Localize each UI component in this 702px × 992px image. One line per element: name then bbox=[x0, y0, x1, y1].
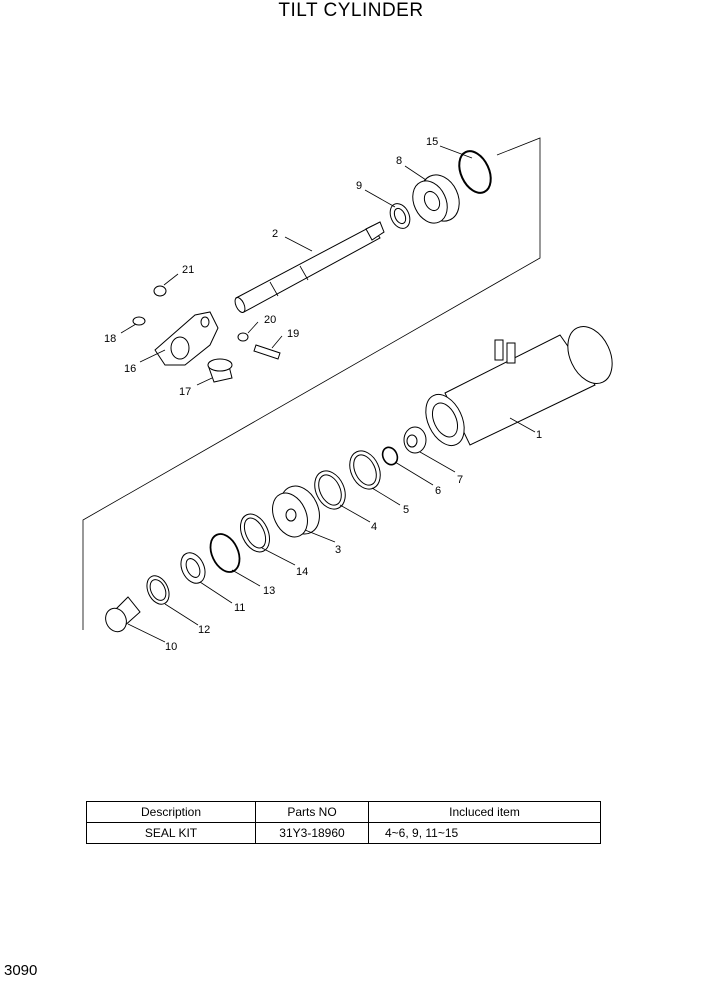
part-5-wear-ring bbox=[349, 450, 381, 490]
page-title: TILT CYLINDER bbox=[278, 0, 424, 21]
cell-included-item: 4~6, 9, 11~15 bbox=[368, 822, 601, 844]
callout-1: 1 bbox=[536, 429, 542, 441]
part-13-o-ring bbox=[209, 533, 241, 573]
part-9-seal bbox=[389, 203, 411, 229]
part-8-gland bbox=[412, 174, 460, 224]
part-12-snap-ring bbox=[146, 575, 170, 605]
callout-14: 14 bbox=[296, 566, 308, 578]
seal-kit-table: Description Parts NO Incluced item SEAL … bbox=[86, 801, 601, 844]
callout-7: 7 bbox=[457, 474, 463, 486]
part-20-washer bbox=[237, 332, 249, 342]
part-4-seal bbox=[314, 470, 346, 510]
table-header-row: Description Parts NO Incluced item bbox=[86, 801, 601, 823]
part-1-cylinder-tube bbox=[425, 326, 613, 447]
part-3-piston bbox=[272, 485, 320, 538]
callout-11: 11 bbox=[234, 602, 245, 614]
callout-8: 8 bbox=[396, 155, 402, 167]
callout-21: 21 bbox=[182, 264, 194, 276]
callout-20: 20 bbox=[264, 314, 276, 326]
part-7-nut bbox=[403, 426, 427, 454]
callout-6: 6 bbox=[435, 485, 441, 497]
callout-19: 19 bbox=[287, 328, 299, 340]
callout-4: 4 bbox=[371, 521, 377, 533]
part-18-pin bbox=[132, 316, 146, 326]
cell-parts-no: 31Y3-18960 bbox=[255, 822, 369, 844]
callout-3: 3 bbox=[335, 544, 341, 556]
callout-labels: 15 8 9 2 21 18 16 17 20 19 1 7 6 5 4 3 1… bbox=[104, 136, 542, 653]
callout-15: 15 bbox=[426, 136, 438, 148]
table-row: SEAL KIT 31Y3-18960 4~6, 9, 11~15 bbox=[86, 822, 601, 844]
cell-description: SEAL KIT bbox=[86, 822, 256, 844]
part-10-bushing bbox=[105, 596, 141, 633]
explode-boundary bbox=[82, 137, 541, 630]
callout-9: 9 bbox=[356, 180, 362, 192]
part-14-backup-ring bbox=[239, 513, 271, 553]
callout-16: 16 bbox=[124, 363, 136, 375]
part-15-o-ring bbox=[458, 150, 492, 194]
header-description: Description bbox=[86, 801, 256, 823]
header-included-item: Incluced item bbox=[368, 801, 601, 823]
callout-5: 5 bbox=[403, 504, 409, 516]
callout-2: 2 bbox=[272, 228, 278, 240]
part-16-rod-eye bbox=[154, 311, 219, 366]
page-number: 3090 bbox=[4, 962, 38, 979]
part-6-o-ring bbox=[381, 446, 399, 466]
part-2-piston-rod bbox=[234, 221, 385, 313]
callout-13: 13 bbox=[263, 585, 275, 597]
part-11-seal bbox=[180, 552, 206, 584]
callout-12: 12 bbox=[198, 624, 210, 636]
header-parts-no: Parts NO bbox=[255, 801, 369, 823]
part-17-bushing bbox=[207, 358, 233, 383]
callout-17: 17 bbox=[179, 386, 191, 398]
callout-18: 18 bbox=[104, 333, 116, 345]
part-19-bolt bbox=[253, 344, 281, 360]
leader-lines bbox=[120, 145, 536, 643]
part-21-grease-nipple bbox=[153, 285, 167, 297]
callout-10: 10 bbox=[165, 641, 177, 653]
